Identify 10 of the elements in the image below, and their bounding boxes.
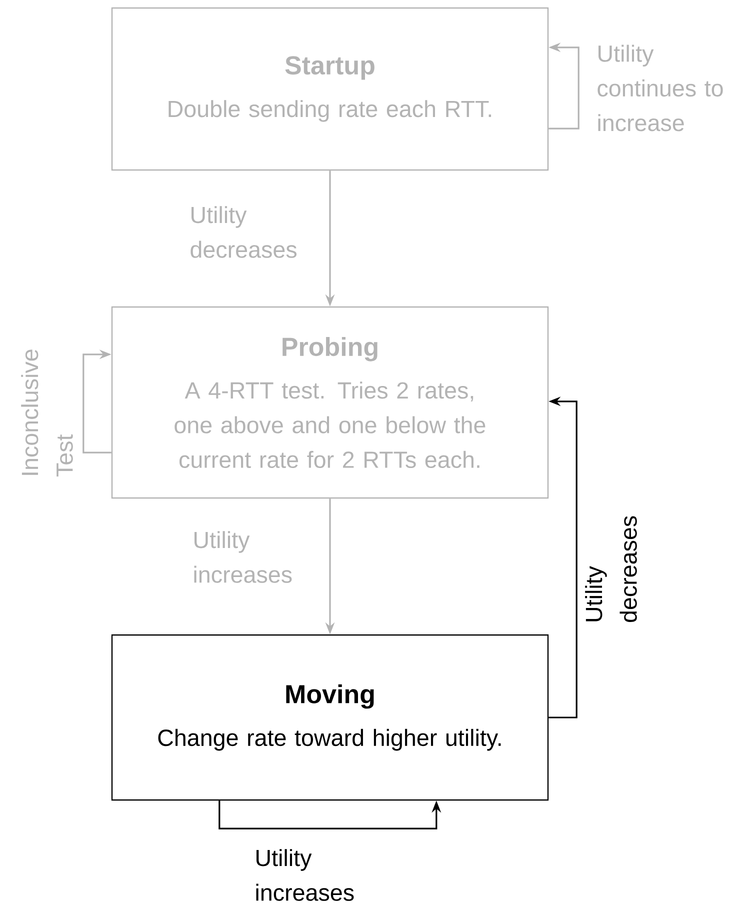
edge-label: Inconclusive Test bbox=[21, 350, 73, 476]
edge-label: Utility increases bbox=[194, 531, 292, 583]
edge-label: Utility increases bbox=[256, 849, 354, 901]
state-box: Startup Double sending rate each RTT. bbox=[111, 7, 549, 171]
state-box: Moving Change rate toward higher utility. bbox=[111, 634, 549, 801]
arrow bbox=[82, 350, 112, 454]
edge-label: Utility decreases bbox=[190, 206, 296, 258]
edge-label: Utility continues to increase bbox=[598, 44, 723, 132]
state-box: Probing A 4-RTT test. Tries 2 rates, one above and one below the current rate for 2 RTTs each. bbox=[111, 306, 549, 499]
edge-label: Utility decreases bbox=[585, 516, 637, 622]
